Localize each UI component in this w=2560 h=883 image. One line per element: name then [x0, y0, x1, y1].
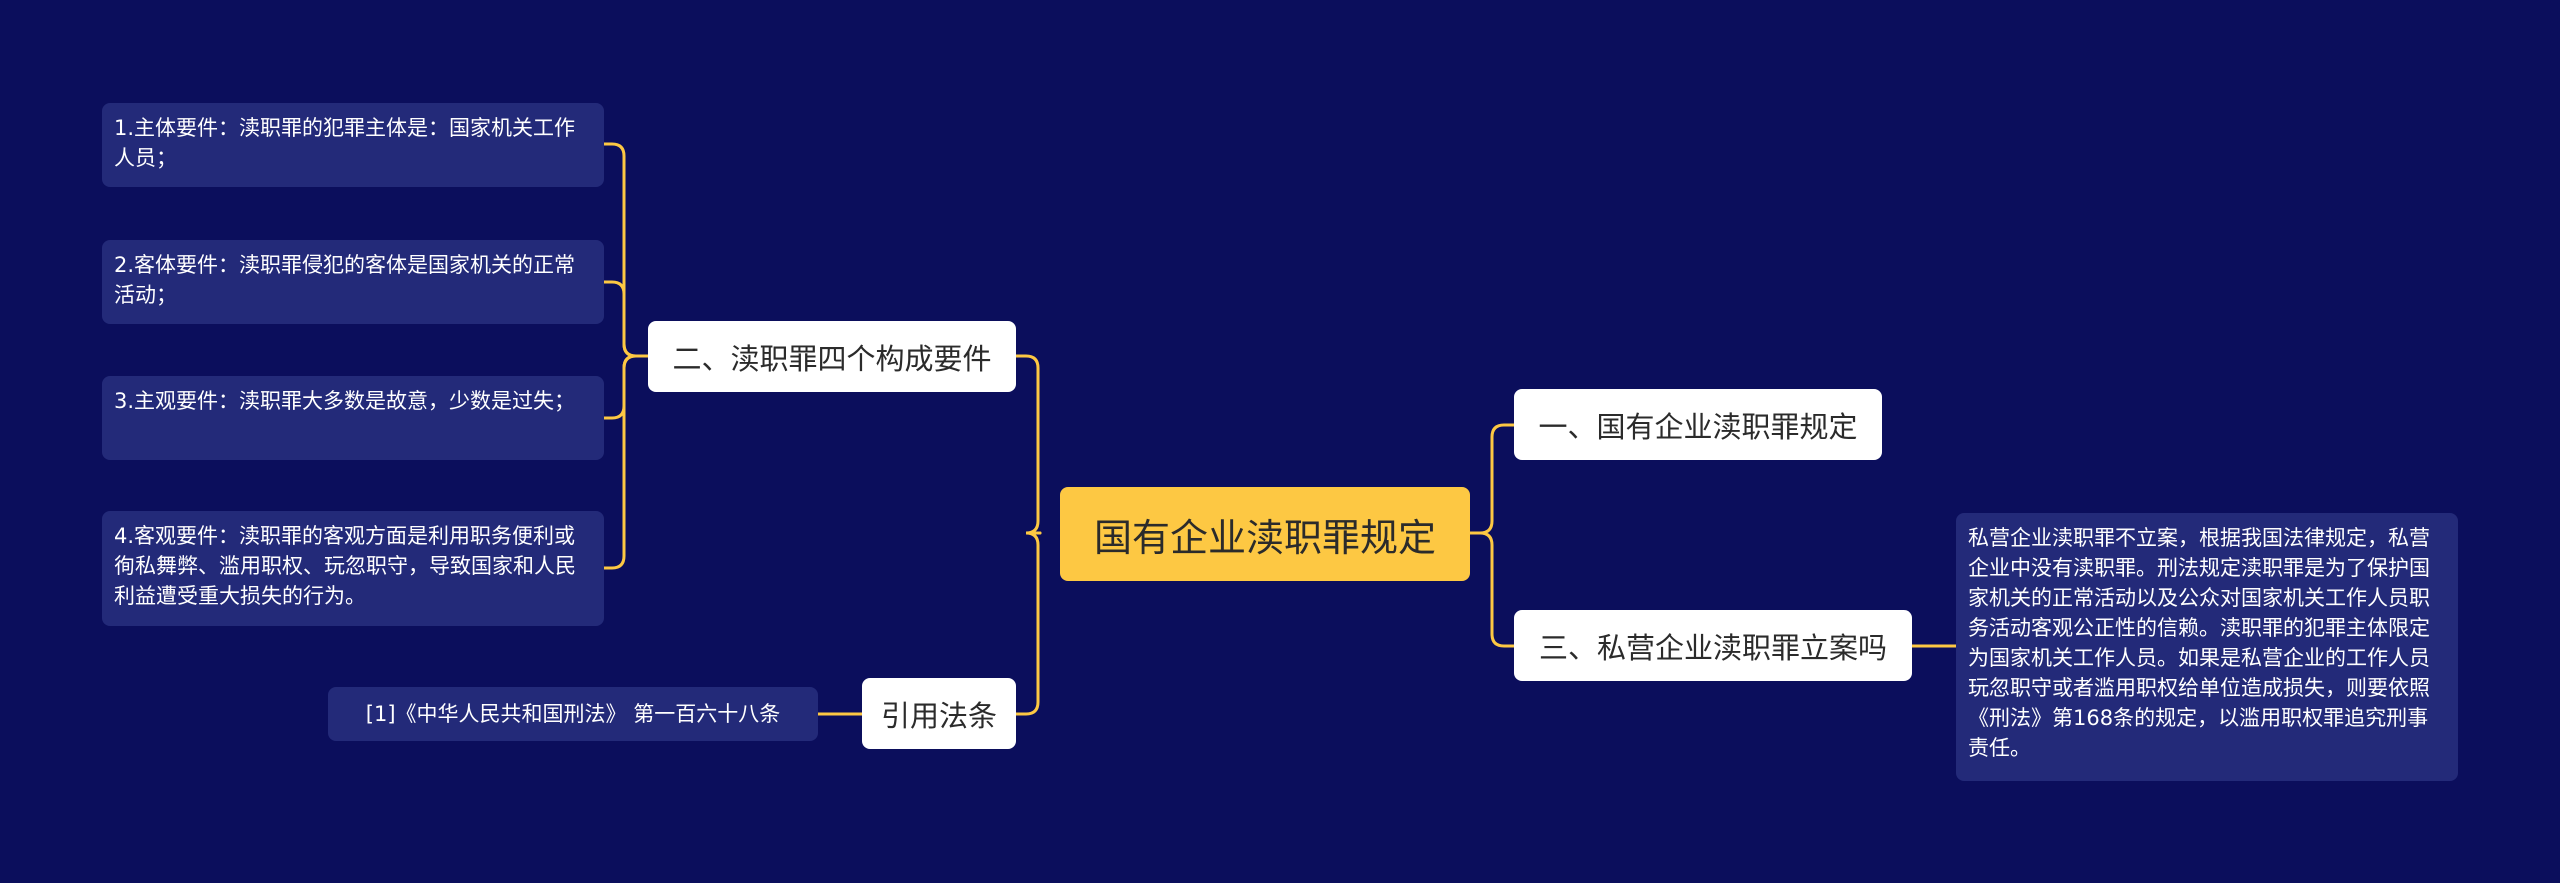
branch-node-elements-label: 二、渎职罪四个构成要件 — [672, 341, 992, 376]
leaf-node-subjective-element[interactable]: 3.主观要件：渎职罪大多数是故意，少数是过失； — [102, 376, 604, 460]
branch-node-state-enterprise[interactable]: 一、国有企业渎职罪规定 — [1514, 389, 1882, 460]
leaf-node-private-enterprise-detail-text: 私营企业渎职罪不立案，根据我国法律规定，私营企业中没有渎职罪。刑法规定渎职罪是为… — [1968, 526, 2430, 760]
leaf-node-subjective-element-text: 3.主观要件：渎职罪大多数是故意，少数是过失； — [114, 389, 576, 413]
leaf-node-object-element[interactable]: 2.客体要件：渎职罪侵犯的客体是国家机关的正常活动； — [102, 240, 604, 324]
connector-root-to-b3 — [1468, 423, 1516, 535]
connector-root-to-b1 — [1014, 354, 1042, 535]
leaf-node-object-element-text: 2.客体要件：渎职罪侵犯的客体是国家机关的正常活动； — [114, 253, 576, 307]
branch-node-state-enterprise-label: 一、国有企业渎职罪规定 — [1538, 409, 1858, 444]
connector-b1-to-l4 — [602, 354, 650, 570]
root-node[interactable]: 国有企业渎职罪规定 — [1060, 487, 1470, 581]
leaf-node-subject-element-text: 1.主体要件：渎职罪的犯罪主体是：国家机关工作人员； — [114, 116, 576, 170]
connector-b1-to-l2 — [602, 280, 650, 358]
root-node-label: 国有企业渎职罪规定 — [1093, 515, 1436, 560]
leaf-node-subject-element[interactable]: 1.主体要件：渎职罪的犯罪主体是：国家机关工作人员； — [102, 103, 604, 187]
connector-root-to-b2 — [1014, 531, 1042, 716]
branch-node-private-enterprise[interactable]: 三、私营企业渎职罪立案吗 — [1514, 610, 1912, 681]
branch-node-citations-label: 引用法条 — [880, 698, 997, 733]
connector-root-to-b4 — [1468, 531, 1516, 648]
branch-node-elements[interactable]: 二、渎职罪四个构成要件 — [648, 321, 1016, 392]
branch-node-private-enterprise-label: 三、私营企业渎职罪立案吗 — [1538, 630, 1887, 665]
leaf-node-law-citation-text: [1]《中华人民共和国刑法》 第一百六十八条 — [365, 702, 781, 726]
connector-b1-to-l1 — [602, 142, 650, 358]
leaf-node-objective-element-text: 4.客观要件：渎职罪的客观方面是利用职务便利或徇私舞弊、滥用职权、玩忽职守，导致… — [114, 524, 576, 608]
branch-node-citations[interactable]: 引用法条 — [862, 678, 1016, 749]
leaf-node-objective-element[interactable]: 4.客观要件：渎职罪的客观方面是利用职务便利或徇私舞弊、滥用职权、玩忽职守，导致… — [102, 511, 604, 626]
connector-b1-to-l3 — [602, 354, 650, 420]
leaf-node-law-citation[interactable]: [1]《中华人民共和国刑法》 第一百六十八条 — [328, 687, 818, 741]
leaf-node-private-enterprise-detail[interactable]: 私营企业渎职罪不立案，根据我国法律规定，私营企业中没有渎职罪。刑法规定渎职罪是为… — [1956, 513, 2458, 781]
